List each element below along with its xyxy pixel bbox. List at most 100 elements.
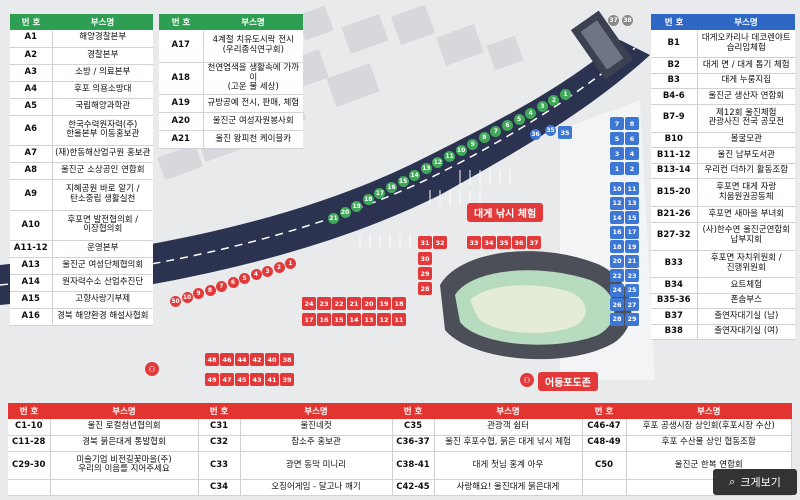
booth-marker[interactable]: 44 bbox=[235, 353, 249, 366]
booth-marker[interactable]: 5 bbox=[610, 132, 624, 145]
booth-marker[interactable]: 24 bbox=[610, 283, 624, 297]
booth-marker[interactable]: 2 bbox=[548, 95, 560, 107]
booth-marker[interactable]: 13 bbox=[625, 196, 639, 210]
booth-marker[interactable]: 45 bbox=[235, 373, 249, 386]
booth-marker[interactable]: 3 bbox=[262, 265, 273, 277]
booth-marker[interactable]: 27 bbox=[625, 298, 639, 311]
booth-marker[interactable]: 11 bbox=[444, 151, 455, 162]
booth-marker[interactable]: 8 bbox=[625, 117, 639, 130]
booth-marker[interactable]: 14 bbox=[347, 313, 361, 326]
booth-marker[interactable]: 5 bbox=[239, 273, 250, 285]
booth-marker[interactable]: 16 bbox=[317, 313, 331, 326]
booth-marker[interactable]: 15 bbox=[397, 175, 409, 187]
booth-marker[interactable]: 29 bbox=[418, 267, 432, 280]
booth-marker[interactable]: 3 bbox=[610, 147, 624, 160]
booth-marker[interactable]: 15 bbox=[332, 313, 346, 326]
booth-marker[interactable]: 17 bbox=[302, 313, 316, 326]
booth-marker[interactable]: 41 bbox=[265, 373, 279, 386]
booth-marker[interactable]: 38 bbox=[280, 353, 294, 366]
booth-marker[interactable]: 50 bbox=[170, 296, 181, 307]
booth-marker[interactable]: 30 bbox=[418, 252, 432, 265]
booth-marker[interactable]: 6 bbox=[227, 277, 239, 288]
booth-marker[interactable]: 38 bbox=[622, 15, 633, 26]
booth-marker[interactable]: 39 bbox=[280, 373, 294, 386]
booth-marker[interactable]: 25 bbox=[625, 283, 639, 297]
booth-marker[interactable]: 16 bbox=[386, 182, 397, 193]
booth-marker[interactable]: 49 bbox=[205, 373, 219, 386]
booth-marker[interactable]: 28 bbox=[418, 282, 432, 295]
booth-marker[interactable]: 9 bbox=[467, 138, 479, 150]
booth-marker[interactable]: 16 bbox=[610, 225, 624, 239]
booth-marker[interactable]: 1 bbox=[610, 162, 624, 175]
booth-marker[interactable]: 22 bbox=[332, 297, 346, 310]
booth-marker[interactable]: 23 bbox=[317, 297, 331, 310]
booth-marker[interactable]: 36 bbox=[530, 129, 541, 140]
booth-marker[interactable]: 17 bbox=[625, 225, 639, 239]
booth-marker[interactable]: 4 bbox=[250, 269, 262, 281]
booth-marker[interactable]: 12 bbox=[432, 157, 444, 169]
booth-marker[interactable]: 48 bbox=[205, 353, 219, 366]
booth-marker[interactable]: 20 bbox=[362, 297, 376, 310]
booth-marker[interactable]: 7 bbox=[216, 280, 227, 292]
booth-marker[interactable]: 10 bbox=[610, 182, 624, 195]
booth-marker[interactable]: 19 bbox=[377, 297, 391, 310]
booth-marker[interactable]: 22 bbox=[610, 269, 624, 282]
booth-marker[interactable]: 47 bbox=[220, 373, 234, 386]
booth-marker[interactable]: 35 bbox=[545, 125, 556, 136]
booth-marker[interactable]: 33 bbox=[467, 236, 481, 249]
booth-marker[interactable]: 12 bbox=[610, 196, 624, 210]
booth-marker[interactable]: 7 bbox=[490, 126, 502, 138]
booth-marker[interactable]: 4 bbox=[625, 147, 639, 160]
booth-marker[interactable]: 1 bbox=[285, 258, 296, 269]
booth-marker[interactable]: 13 bbox=[362, 313, 376, 326]
booth-marker[interactable]: 20 bbox=[339, 206, 351, 218]
booth-marker[interactable]: 9 bbox=[193, 288, 204, 300]
booth-marker[interactable]: 13 bbox=[420, 163, 432, 175]
booth-marker[interactable]: 12 bbox=[377, 313, 391, 326]
zoom-button[interactable]: ⌕ 크게보기 bbox=[713, 469, 797, 495]
booth-marker[interactable]: 24 bbox=[302, 297, 316, 310]
booth-marker[interactable]: 11 bbox=[625, 182, 639, 195]
booth-marker[interactable]: 35 bbox=[558, 126, 572, 139]
booth-marker[interactable]: 37 bbox=[527, 236, 541, 249]
booth-marker[interactable]: 46 bbox=[220, 353, 234, 366]
booth-marker[interactable]: 10 bbox=[455, 144, 467, 156]
booth-marker[interactable]: 34 bbox=[482, 236, 496, 249]
booth-marker[interactable]: 8 bbox=[204, 284, 216, 296]
booth-marker[interactable]: 2 bbox=[273, 261, 285, 273]
booth-marker[interactable]: 14 bbox=[610, 211, 624, 224]
booth-marker[interactable]: 11 bbox=[392, 313, 406, 326]
booth-marker[interactable]: 20 bbox=[610, 254, 624, 268]
booth-marker[interactable]: 1 bbox=[560, 89, 571, 100]
booth-marker[interactable]: 3 bbox=[536, 101, 548, 113]
booth-marker[interactable]: 18 bbox=[392, 297, 406, 310]
booth-marker[interactable]: 31 bbox=[418, 236, 432, 249]
booth-marker[interactable]: 6 bbox=[625, 132, 639, 145]
booth-marker[interactable]: 42 bbox=[250, 353, 264, 366]
booth-marker[interactable]: 14 bbox=[409, 169, 421, 181]
booth-marker[interactable]: 19 bbox=[625, 240, 639, 253]
booth-marker[interactable]: 35 bbox=[497, 236, 511, 249]
booth-marker[interactable]: 43 bbox=[250, 373, 264, 386]
booth-marker[interactable]: 23 bbox=[625, 269, 639, 282]
booth-marker[interactable]: 4 bbox=[525, 107, 537, 119]
booth-marker[interactable]: 21 bbox=[328, 213, 339, 224]
booth-marker[interactable]: 10 bbox=[181, 292, 193, 304]
booth-marker[interactable]: 28 bbox=[610, 312, 624, 326]
booth-marker[interactable]: 26 bbox=[610, 298, 624, 311]
booth-marker[interactable]: 21 bbox=[347, 297, 361, 310]
booth-marker[interactable]: 37 bbox=[608, 15, 619, 26]
booth-marker[interactable]: 8 bbox=[478, 132, 490, 144]
booth-marker[interactable]: 15 bbox=[625, 211, 639, 224]
booth-marker[interactable]: 40 bbox=[265, 353, 279, 366]
booth-marker[interactable]: 5 bbox=[513, 113, 525, 125]
booth-marker[interactable]: 19 bbox=[351, 200, 363, 212]
booth-marker[interactable]: 18 bbox=[610, 240, 624, 253]
booth-marker[interactable]: 32 bbox=[433, 236, 447, 249]
booth-marker[interactable]: 36 bbox=[512, 236, 526, 249]
booth-marker[interactable]: 18 bbox=[362, 194, 374, 206]
booth-marker[interactable]: 6 bbox=[502, 120, 513, 131]
booth-marker[interactable]: 2 bbox=[625, 162, 639, 175]
booth-marker[interactable]: 21 bbox=[625, 254, 639, 268]
booth-marker[interactable]: 17 bbox=[374, 188, 386, 200]
